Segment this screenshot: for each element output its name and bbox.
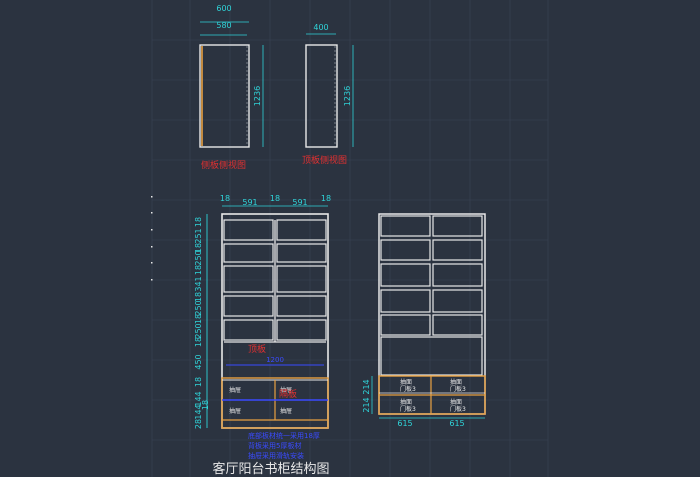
door-drawer-label-1: 抽面 [400,378,412,386]
front-left-dim-12: 450 [194,354,203,369]
front-left-dim-5: 18 [194,265,203,275]
door-drawer-label-2: 抽面 [450,378,462,386]
front-left-dim-1: 18 [194,217,203,227]
front-left-dim-14: 144 [194,391,203,406]
front-left-dim-11: 18 [194,337,203,347]
top-panel-view: 400 1236 顶板侧视图 [302,23,354,166]
front-top-dim-4: 591 [292,198,307,207]
front-top-dim-3: 18 [270,194,280,203]
door-label-1: 门板3 [400,385,416,393]
drawer-label-4: 抽屉 [280,407,292,415]
front-left-dim-6: 341 [194,276,203,291]
drawer-label-3: 抽屉 [229,407,241,415]
note-3: 抽屉采用滑轨安装 [248,451,304,460]
right-door-view: 抽面 抽面 门板3 门板3 抽面 抽面 门板3 门板3 214 214 615 … [362,213,486,428]
drawer-label-1: 抽屉 [229,386,241,394]
side-height: 1236 [253,86,262,106]
front-left-dim-4: 250 [194,250,203,265]
door-label-2: 门板3 [450,385,466,393]
front-left-dim-13: 18 [194,377,203,387]
right-bottom-dim-1: 615 [397,419,412,428]
side-view-label: 侧板侧视图 [201,159,246,171]
right-bottom-dim-2: 615 [449,419,464,428]
front-left-dim-2: 251 [194,228,203,243]
left-margin-marks [151,196,153,281]
back-height: 1236 [343,86,352,106]
note-2: 背板采用5厚板材 [248,441,301,450]
background-grid [151,0,549,477]
note-1: 底部板材统一采用18厚 [248,431,320,440]
door-label-3: 门板3 [400,405,416,413]
right-left-dim-1: 214 [362,379,371,394]
back-view-label: 顶板侧视图 [302,154,347,166]
front-left-dim-9: 18 [194,314,203,324]
back-width: 400 [313,23,328,32]
door-drawer-label-3: 抽面 [400,398,412,406]
side-width-inner: 580 [216,21,231,30]
front-left-dim-10: 250 [194,323,203,338]
shelf-label: 顶板 [248,343,266,355]
drawing-title: 客厅阳台书柜结构图 [212,461,329,477]
door-label-4: 门板3 [450,405,466,413]
front-top-dim-2: 591 [242,198,257,207]
front-structure-view: 18 591 18 591 18 18 251 18 250 18 341 18… [194,194,331,460]
middle-label: 隔板 [279,388,297,400]
front-left-dim-8: 250 [194,300,203,315]
right-left-dim-2: 214 [362,397,371,412]
front-left-dim-15: 18 [201,400,210,410]
side-panel-view: 600 580 1236 侧板侧视图 [199,4,264,171]
door-drawer-label-4: 抽面 [450,398,462,406]
front-left-dim-16: 144 [194,404,203,419]
front-top-dim-1: 18 [220,194,230,203]
front-left-dim-3: 18 [194,243,203,253]
front-left-dim-17: 28 [194,419,203,429]
side-width-outer: 600 [216,4,231,13]
front-left-dim-7: 18 [194,292,203,302]
drawer-label-2: 抽屉 [280,386,292,394]
width-label: 1200 [266,356,284,364]
front-top-dim-5: 18 [321,194,331,203]
